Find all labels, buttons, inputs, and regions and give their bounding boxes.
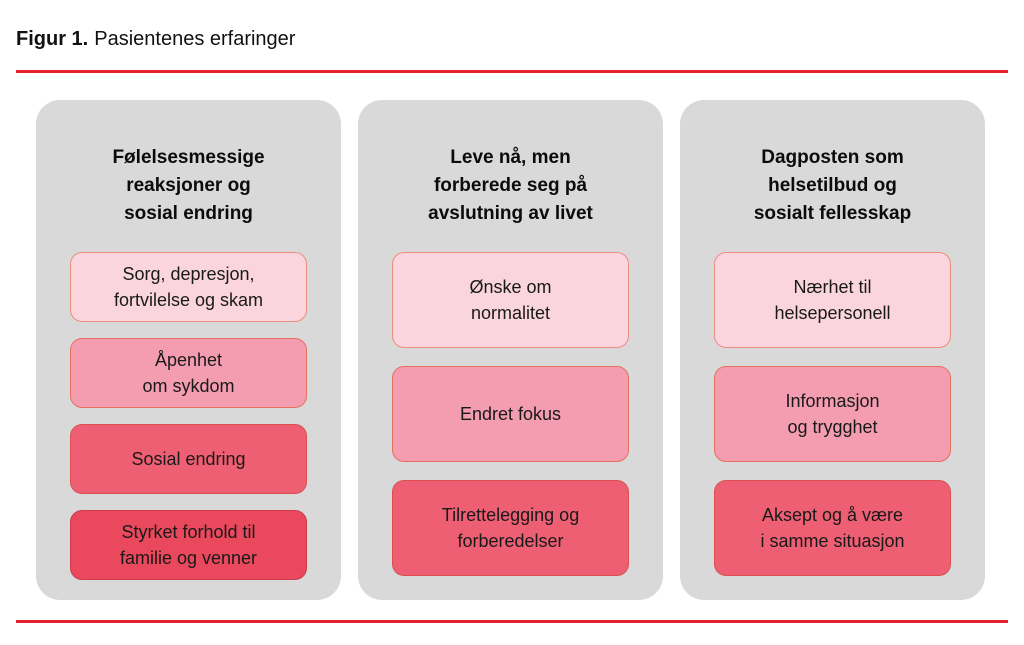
column-leve-na: Leve nå, men forberede seg på avslutning…: [358, 100, 663, 600]
box-list: Ønske om normalitet Endret fokus Tilrett…: [392, 252, 629, 576]
theme-box-sorg-depresjon: Sorg, depresjon, fortvilelse og skam: [70, 252, 307, 322]
column-heading: Dagposten som helsetilbud og sosialt fel…: [753, 147, 912, 224]
bottom-divider: [16, 620, 1008, 623]
theme-box-apenhet-om-sykdom: Åpenhet om sykdom: [70, 338, 307, 408]
figure-title-text: Pasientenes erfaringer: [94, 28, 296, 50]
figure-label: Figur 1.: [16, 28, 89, 50]
column-heading: Leve nå, men forberede seg på avslutning…: [428, 147, 593, 224]
theme-box-tilrettelegging: Tilrettelegging og forberedelser: [392, 480, 629, 576]
theme-box-naerhet-helsepersonell: Nærhet til helsepersonell: [714, 252, 951, 348]
theme-box-aksept-samme-situasjon: Aksept og å være i samme situasjon: [714, 480, 951, 576]
figure-title: Figur 1.Pasientenes erfaringer: [16, 26, 295, 52]
theme-box-styrket-forhold: Styrket forhold til familie og venner: [70, 510, 307, 580]
box-list: Sorg, depresjon, fortvilelse og skam Åpe…: [70, 252, 307, 580]
column-heading: Følelsesmessige reaksjoner og sosial end…: [112, 147, 265, 224]
theme-box-endret-fokus: Endret fokus: [392, 366, 629, 462]
column-emotional-reactions: Følelsesmessige reaksjoner og sosial end…: [36, 100, 341, 600]
theme-box-sosial-endring: Sosial endring: [70, 424, 307, 494]
top-divider: [16, 70, 1008, 73]
theme-box-onske-om-normalitet: Ønske om normalitet: [392, 252, 629, 348]
box-list: Nærhet til helsepersonell Informasjon og…: [714, 252, 951, 576]
figure-columns: Følelsesmessige reaksjoner og sosial end…: [36, 100, 985, 600]
theme-box-informasjon-trygghet: Informasjon og trygghet: [714, 366, 951, 462]
column-dagposten: Dagposten som helsetilbud og sosialt fel…: [680, 100, 985, 600]
